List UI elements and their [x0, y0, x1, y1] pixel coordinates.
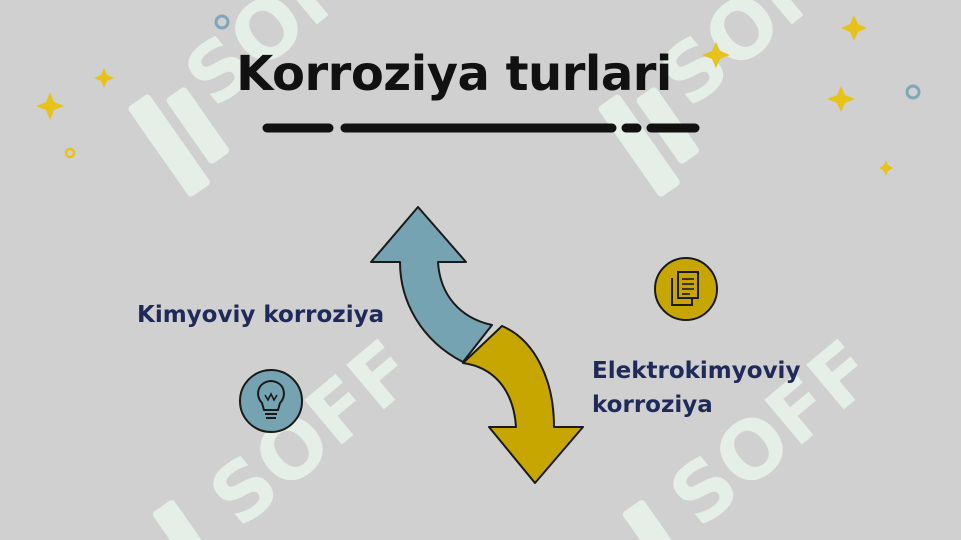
electrochemical-corrosion-label: Elektrokimyoviy korroziya: [592, 354, 800, 422]
electrochemical-label-line1: Elektrokimyoviy: [592, 358, 801, 384]
document-icon: [654, 257, 718, 321]
electrochemical-label-line2: korroziya: [592, 392, 713, 418]
ring-decorations: [64, 14, 921, 159]
arrow-up-shape: [370, 206, 493, 363]
arrow-down-shape: [462, 325, 584, 484]
page-title: Korroziya turlari: [236, 46, 672, 102]
lightbulb-icon: [239, 369, 303, 433]
sparkle-decorations: [36, 15, 893, 176]
chemical-corrosion-label: Kimyoviy korroziya: [137, 302, 385, 328]
